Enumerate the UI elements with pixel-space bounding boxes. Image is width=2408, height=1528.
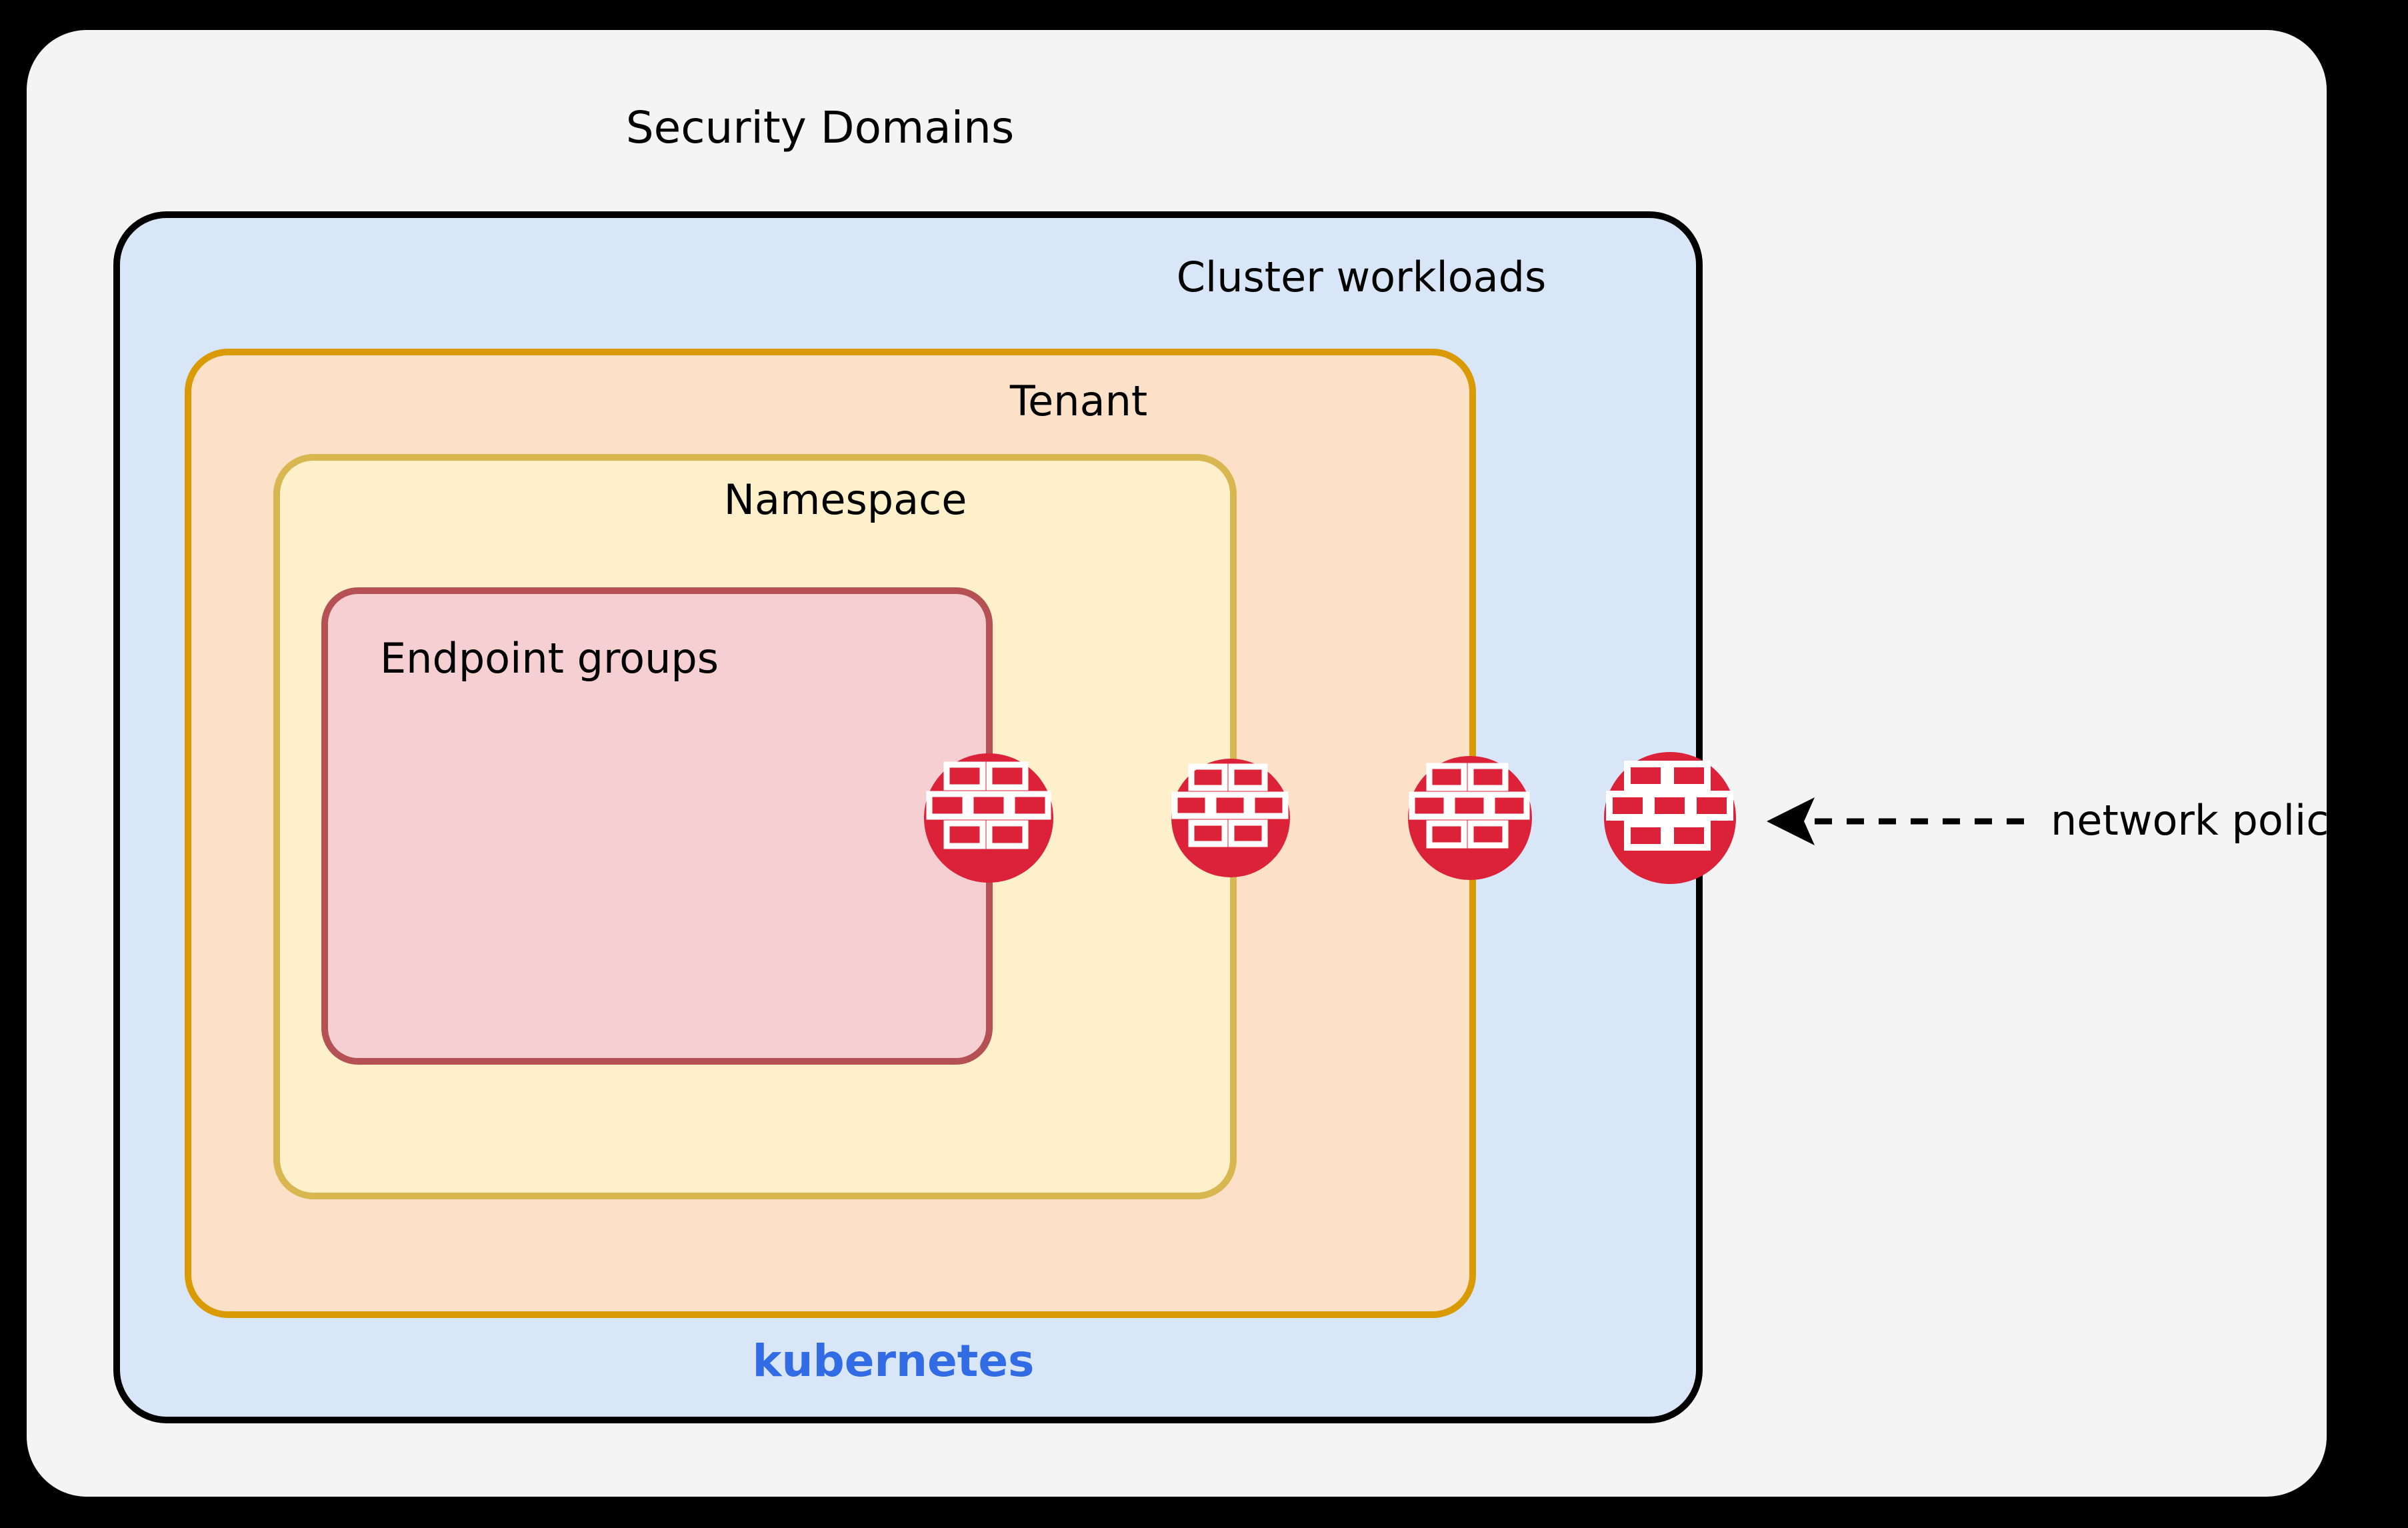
policy-node-endpoint-groups[interactable] [924, 753, 1053, 883]
firewall-brick-icon [926, 761, 1051, 849]
policy-node-tenant[interactable] [1408, 756, 1532, 880]
policy-node-namespace[interactable] [1171, 759, 1290, 877]
firewall-brick-icon [1171, 763, 1289, 847]
page-title: Security Domains [626, 102, 1015, 153]
policy-node-cluster[interactable] [1604, 752, 1736, 884]
cluster-workloads-label: Cluster workloads [1177, 253, 1547, 301]
namespace-label: Namespace [724, 475, 967, 524]
endpoint-groups-label: Endpoint groups [380, 634, 719, 683]
kubernetes-brand-label: kubernetes [753, 1335, 1035, 1387]
network-policy-label: network policy [2051, 796, 2353, 845]
arrowhead-left-icon [1767, 797, 1815, 845]
network-policy-annotation: network policy [1767, 796, 2353, 845]
firewall-brick-icon [1606, 761, 1733, 851]
tenant-label: Tenant [1009, 377, 1147, 425]
firewall-brick-icon [1409, 763, 1530, 849]
layer-endpoint-groups[interactable]: Endpoint groups [321, 587, 993, 1065]
